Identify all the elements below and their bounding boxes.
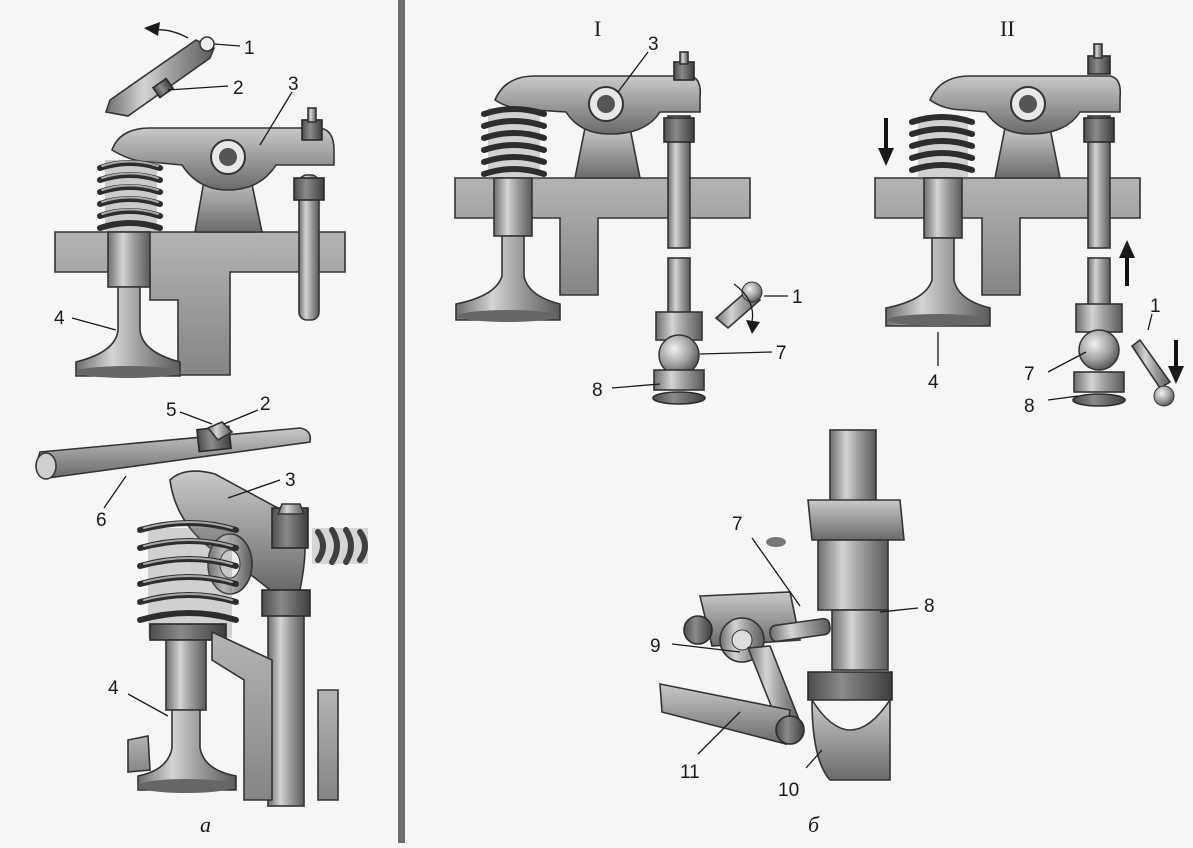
wrench-tool	[104, 36, 216, 117]
label-d-11: 11	[680, 762, 700, 783]
label-I-3: 3	[648, 34, 659, 55]
stage-I-title: I	[594, 16, 601, 41]
label-II-1: 1	[1150, 296, 1161, 317]
label-d-10: 10	[778, 780, 799, 801]
pushrod	[298, 174, 320, 321]
detail-labels: 7 8 9 11 10 б	[650, 514, 935, 837]
label-2-b: 2	[260, 394, 271, 415]
stage-II-labels: 1 7 8 4	[928, 296, 1161, 417]
panel-divider	[398, 0, 405, 843]
stage-II-title: II	[1000, 16, 1015, 41]
label-1: 1	[244, 38, 255, 59]
label-I-7: 7	[776, 343, 787, 364]
label-3-b: 3	[285, 470, 296, 491]
panel-a-bottom-labels: 5 2 6 3 4 а	[96, 394, 296, 837]
label-d-9: 9	[650, 636, 661, 657]
label-3: 3	[288, 74, 299, 95]
label-II-7: 7	[1024, 364, 1035, 385]
panel-a-top-labels: 1 2 3 4	[54, 38, 299, 331]
valve-spring	[97, 160, 163, 232]
label-5: 5	[166, 400, 177, 421]
detail-assembly	[659, 429, 905, 781]
label-d-7: 7	[732, 514, 743, 535]
caption-a: а	[200, 812, 211, 837]
stage-I-assembly: I	[454, 16, 763, 405]
label-6: 6	[96, 510, 107, 531]
pushrod-3d	[267, 599, 305, 807]
rocker-shaft	[35, 427, 312, 479]
panel-a-bottom-assembly	[35, 421, 368, 807]
label-d-8: 8	[924, 596, 935, 617]
valve	[75, 286, 181, 377]
label-4-b: 4	[108, 678, 119, 699]
valve-spring-3d	[137, 520, 239, 638]
valve-3d	[137, 709, 237, 791]
label-II-8: 8	[1024, 396, 1035, 417]
caption-b: б	[808, 812, 820, 837]
label-2: 2	[233, 78, 244, 99]
stage-I-labels: 3 1 7 8	[592, 34, 803, 401]
label-II-4: 4	[928, 372, 939, 393]
label-I-8: 8	[592, 380, 603, 401]
panel-a-top-assembly	[54, 22, 346, 378]
stage-II-assembly: II	[874, 16, 1184, 407]
label-I-1: 1	[792, 287, 803, 308]
label-4: 4	[54, 308, 65, 329]
motion-arrow-head	[144, 22, 160, 36]
